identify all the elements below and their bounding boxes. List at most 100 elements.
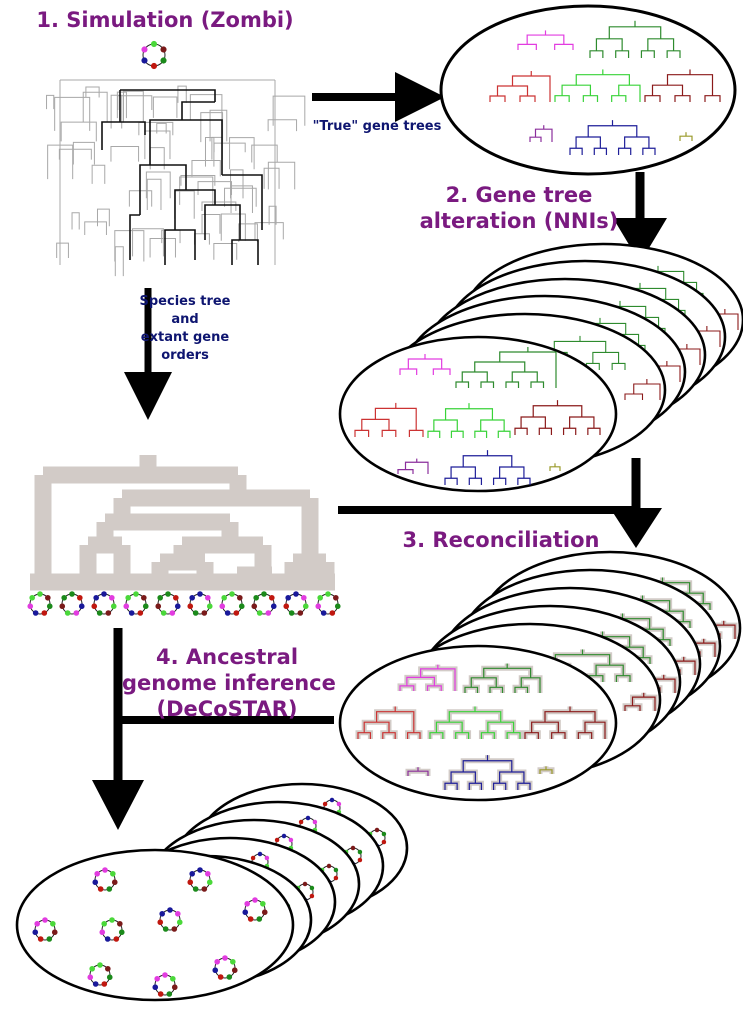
species-branch — [189, 94, 223, 120]
gene-node — [171, 984, 178, 991]
gene-node — [288, 837, 294, 843]
gene-node — [374, 827, 380, 833]
gene-tree-darkred — [514, 400, 601, 435]
true-gene-trees-label: "True" gene trees — [312, 119, 442, 134]
gene-node — [77, 594, 83, 601]
ancestral-genome-icon — [32, 917, 58, 942]
gene-node — [381, 831, 387, 837]
step-reconciliation-title: 3. Reconciliation — [402, 528, 600, 552]
gene-tree-red — [354, 402, 424, 437]
gene-node — [281, 833, 287, 839]
gene-node — [189, 594, 195, 601]
gene-node — [206, 879, 213, 886]
gene-node — [169, 610, 176, 616]
species-branch — [254, 222, 284, 240]
species-tree-root — [34, 455, 247, 582]
gene-node — [274, 837, 280, 843]
species-tree-label-line4: orders — [161, 348, 209, 363]
gene-node — [257, 851, 263, 857]
gene-node — [309, 885, 315, 891]
species-branch — [138, 121, 174, 136]
gene-node — [320, 610, 327, 616]
gene-node — [109, 917, 115, 923]
gene-node — [162, 972, 168, 978]
gene-node — [301, 594, 307, 601]
gene-node — [160, 610, 167, 616]
species-branch — [71, 212, 80, 230]
true-gene-trees-panel — [439, 4, 737, 176]
gene-node — [152, 984, 159, 991]
gene-tree-olive — [549, 463, 561, 471]
gene-node — [269, 594, 275, 601]
gene-node — [322, 801, 328, 807]
species-branch — [268, 205, 277, 225]
gene-node — [214, 958, 220, 965]
ancestral-genome-icon — [187, 867, 213, 892]
gene-node — [157, 919, 164, 926]
gene-node — [187, 879, 194, 886]
gene-node — [253, 594, 259, 601]
gene-tree-red — [357, 706, 421, 739]
species-branch — [230, 169, 244, 199]
gene-node — [97, 886, 104, 892]
ancestral-genome-icon — [157, 907, 183, 932]
gene-node — [37, 936, 44, 942]
gene-tree-green — [554, 69, 641, 102]
gene-node — [150, 40, 158, 48]
gene-tree-olive — [679, 132, 693, 141]
gene-tree-purple — [407, 767, 429, 776]
gene-node — [357, 849, 363, 855]
gene-node — [166, 991, 173, 997]
species-branch — [96, 208, 110, 227]
gene-node — [104, 936, 111, 942]
gene-node — [106, 886, 113, 892]
gene-node — [102, 867, 108, 873]
gene-node — [309, 893, 315, 899]
extant-genome-icon — [219, 591, 245, 616]
species-branch — [152, 96, 178, 118]
gene-node — [265, 610, 272, 616]
embedded-gene-tree — [101, 89, 263, 265]
species-branch — [117, 95, 153, 111]
species-branch — [174, 190, 195, 219]
species-branch — [82, 91, 108, 123]
species-backbone — [59, 79, 276, 265]
gene-node — [142, 603, 149, 610]
gene-node — [357, 857, 363, 863]
ancestral-genome-icon — [92, 867, 118, 892]
gene-node — [96, 610, 103, 616]
gene-tree-red — [489, 71, 551, 102]
gene-node — [201, 886, 208, 892]
species-branch — [122, 90, 144, 123]
gene-tree-darkred — [624, 379, 661, 400]
gene-node — [302, 881, 308, 887]
gene-node — [133, 591, 139, 597]
gene-node — [329, 797, 335, 803]
gene-node — [251, 603, 258, 610]
gene-node — [128, 610, 135, 616]
step-simulation-title: 1. Simulation (Zombi) — [36, 8, 294, 32]
species-branch — [263, 167, 280, 189]
gene-node — [219, 603, 226, 610]
gene-node — [293, 591, 299, 597]
gene-node — [206, 603, 213, 610]
gene-tree-darkred — [644, 69, 721, 102]
gene-tree-darkred — [624, 692, 656, 711]
gene-tree-darkgreen — [464, 663, 541, 693]
gene-node — [250, 855, 256, 861]
gene-tree-darkgreen — [589, 20, 681, 58]
gene-node — [283, 603, 290, 610]
gene-node — [201, 610, 208, 616]
arrow-to-ancestral-genomes — [92, 628, 334, 830]
gene-node — [64, 610, 71, 616]
gene-node — [244, 900, 250, 907]
species-branch — [220, 213, 246, 241]
extant-gene-orders — [27, 591, 341, 616]
gene-node — [174, 603, 181, 610]
gene-tree-olive — [539, 766, 553, 774]
gene-node — [231, 967, 238, 974]
gene-tree-blue — [444, 450, 531, 485]
gene-node — [105, 610, 112, 616]
gene-node — [59, 603, 66, 610]
